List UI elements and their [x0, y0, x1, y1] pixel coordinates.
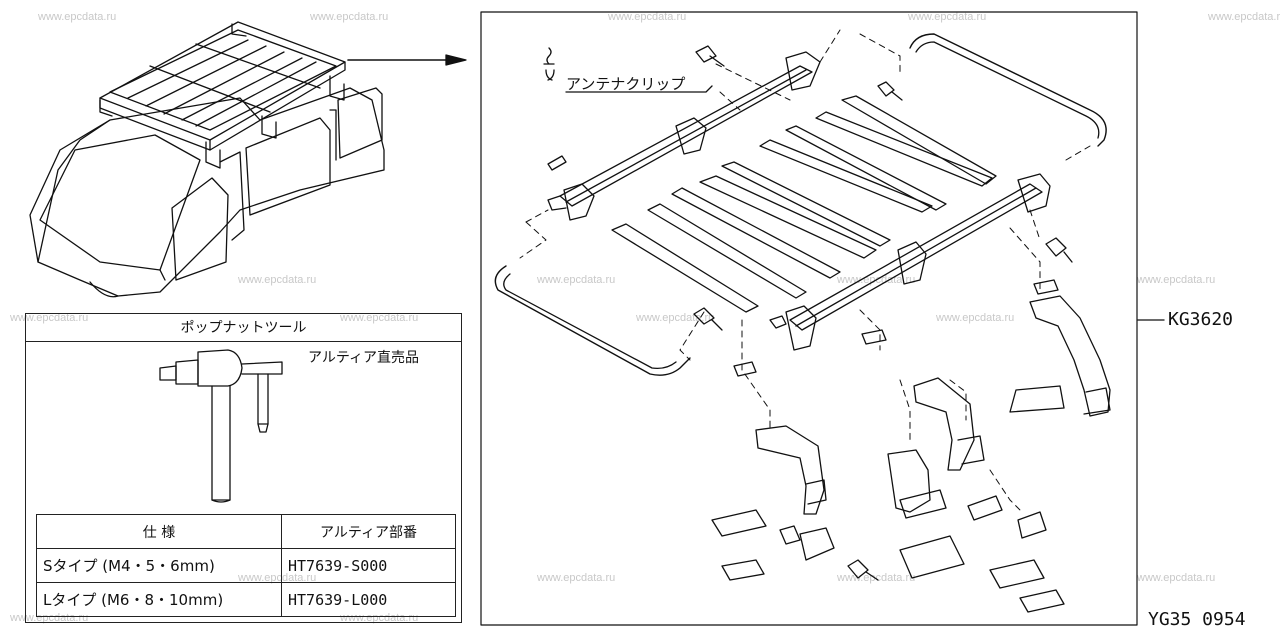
part-code-label: KG3620: [1168, 309, 1234, 330]
watermark: www.epcdata.ru: [238, 274, 317, 286]
watermark: www.epcdata.ru: [340, 312, 419, 324]
table-header: 仕 様: [36, 514, 282, 549]
vehicle-overview-illustration: [29, 21, 385, 298]
pointer-arrow: [347, 54, 467, 66]
watermark: www.epcdata.ru: [10, 312, 89, 324]
pop-nut-tool-illustration: [159, 349, 283, 503]
watermark: www.epcdata.ru: [1137, 274, 1216, 286]
table-header-row: 仕 様 アルティア部番: [36, 514, 456, 549]
exploded-roof-rack: [494, 29, 1111, 613]
table-cell: HT7639-S000: [281, 548, 456, 583]
spec-table: 仕 様 アルティア部番 Sタイプ (M4・5・6mm) HT7639-S000 …: [36, 514, 456, 617]
antenna-clip-label: アンテナクリップ: [566, 75, 686, 93]
pop-nut-tool-box: ポップナットツール アルティア直売品 仕 様 アルティア部番 Sタイプ (M4・…: [25, 313, 462, 623]
watermark: www.epcdata.ru: [908, 11, 987, 23]
watermark: www.epcdata.ru: [608, 11, 687, 23]
table-cell: Sタイプ (M4・5・6mm): [36, 548, 282, 583]
watermark: www.epcdata.ru: [537, 274, 616, 286]
table-cell: Lタイプ (M6・8・10mm): [36, 582, 282, 617]
watermark: www.epcdata.ru: [537, 572, 616, 584]
table-cell: HT7639-L000: [281, 582, 456, 617]
watermark: www.epcdata.ru: [936, 312, 1015, 324]
watermark: www.epcdata.ru: [1137, 572, 1216, 584]
watermark: www.epcdata.ru: [310, 11, 389, 23]
watermark: www.epcdata.ru: [1208, 11, 1280, 23]
parts-frame: [480, 11, 1138, 626]
watermark: www.epcdata.ru: [38, 11, 117, 23]
table-header: アルティア部番: [281, 514, 456, 549]
table-row: Sタイプ (M4・5・6mm) HT7639-S000: [36, 548, 456, 583]
table-row: Lタイプ (M6・8・10mm) HT7639-L000: [36, 582, 456, 617]
tool-box-title: ポップナットツール: [26, 314, 461, 342]
figure-id-label: YG35 0954: [1148, 609, 1246, 630]
tool-box-note: アルティア直売品: [308, 350, 420, 366]
